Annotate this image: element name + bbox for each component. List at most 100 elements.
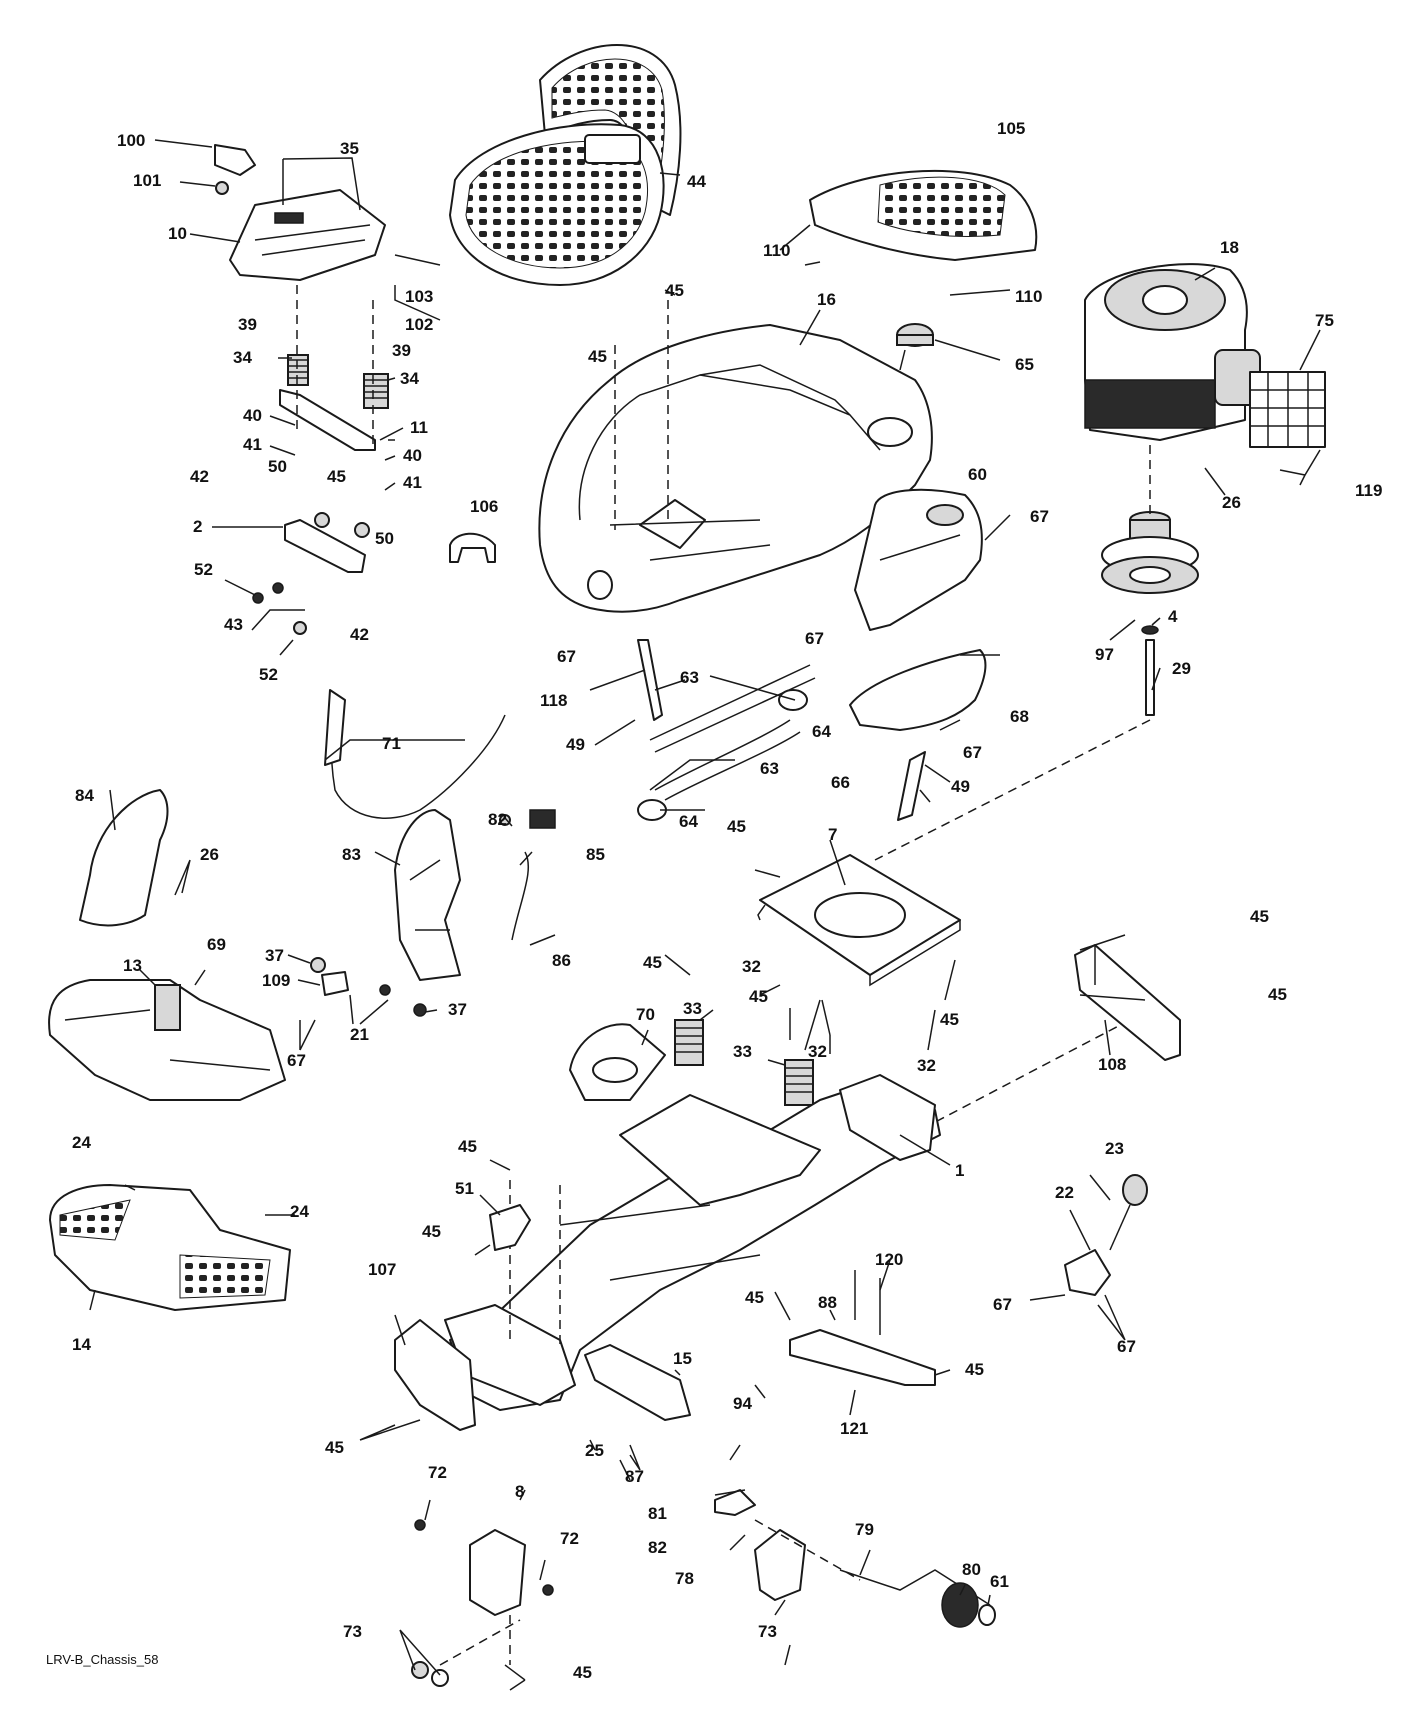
callout-63-b: 63 bbox=[760, 759, 779, 778]
callout-82-a: 82 bbox=[488, 810, 507, 829]
callout-45-m: 45 bbox=[965, 1360, 984, 1379]
callout-67-g: 67 bbox=[1117, 1337, 1136, 1356]
callout-24-a: 24 bbox=[72, 1133, 91, 1152]
callout-37-b: 37 bbox=[448, 1000, 467, 1019]
callout-71: 71 bbox=[382, 734, 401, 753]
callout-102: 102 bbox=[405, 315, 433, 334]
callout-29: 29 bbox=[1172, 659, 1191, 678]
callout-45-k: 45 bbox=[422, 1222, 441, 1241]
callout-42-a: 42 bbox=[190, 467, 209, 486]
callout-49-b: 49 bbox=[951, 777, 970, 796]
callout-108: 108 bbox=[1098, 1055, 1126, 1074]
callout-87: 87 bbox=[625, 1467, 644, 1486]
callout-97: 97 bbox=[1095, 645, 1114, 664]
engine-mount-plate bbox=[759, 854, 961, 987]
callout-121: 121 bbox=[840, 1419, 868, 1438]
callout-72-a: 72 bbox=[428, 1463, 447, 1482]
callout-labels: 100 101 10 35 44 105 110 110 18 75 103 1… bbox=[46, 119, 1382, 1682]
callout-8: 8 bbox=[515, 1482, 524, 1501]
callout-34-a: 34 bbox=[233, 348, 252, 367]
callout-109: 109 bbox=[262, 971, 290, 990]
callout-73-a: 73 bbox=[343, 1622, 362, 1641]
callout-79: 79 bbox=[855, 1520, 874, 1539]
callout-41-a: 41 bbox=[243, 435, 262, 454]
callout-84: 84 bbox=[75, 786, 94, 805]
callout-67-f: 67 bbox=[993, 1295, 1012, 1314]
callout-26-a: 26 bbox=[1222, 493, 1241, 512]
main-frame bbox=[444, 1074, 941, 1411]
callout-107: 107 bbox=[368, 1260, 396, 1279]
frame-springs bbox=[674, 1019, 814, 1106]
frame-mount bbox=[489, 1204, 531, 1251]
callout-101: 101 bbox=[133, 171, 161, 190]
callout-18: 18 bbox=[1220, 238, 1239, 257]
callout-39-b: 39 bbox=[392, 341, 411, 360]
callout-40-a: 40 bbox=[243, 406, 262, 425]
cable-bracket bbox=[324, 689, 346, 766]
callout-45-g: 45 bbox=[1268, 985, 1287, 1004]
callout-42-b: 42 bbox=[350, 625, 369, 644]
fuel-cap bbox=[896, 323, 934, 371]
callout-94: 94 bbox=[733, 1394, 752, 1413]
callout-110-left: 110 bbox=[763, 241, 790, 260]
callout-52-a: 52 bbox=[194, 560, 213, 579]
callout-64-b: 64 bbox=[679, 812, 698, 831]
callout-45-h: 45 bbox=[749, 987, 768, 1006]
throttle-cable bbox=[330, 699, 506, 819]
callout-26-b: 26 bbox=[200, 845, 219, 864]
callout-82-b: 82 bbox=[648, 1538, 667, 1557]
callout-65: 65 bbox=[1015, 355, 1034, 374]
engine bbox=[1084, 263, 1261, 441]
callout-45-c: 45 bbox=[327, 467, 346, 486]
callout-22: 22 bbox=[1055, 1183, 1074, 1202]
callout-41-b: 41 bbox=[403, 473, 422, 492]
callout-88: 88 bbox=[818, 1293, 837, 1312]
callout-67-b: 67 bbox=[805, 629, 824, 648]
callout-43: 43 bbox=[224, 615, 243, 634]
tank-cover bbox=[849, 649, 987, 731]
callout-45-d: 45 bbox=[727, 817, 746, 836]
callout-61: 61 bbox=[990, 1572, 1009, 1591]
callout-11: 11 bbox=[410, 418, 428, 437]
callout-1: 1 bbox=[955, 1161, 964, 1180]
callout-45-b: 45 bbox=[588, 347, 607, 366]
callout-69: 69 bbox=[207, 935, 226, 954]
callout-16: 16 bbox=[817, 290, 836, 309]
callout-80: 80 bbox=[962, 1560, 981, 1579]
callout-72-b: 72 bbox=[560, 1529, 579, 1548]
bracket-alignment-line bbox=[919, 1019, 1131, 1131]
pedal-bracket bbox=[411, 1519, 554, 1687]
callout-106: 106 bbox=[470, 497, 498, 516]
callout-105: 105 bbox=[997, 119, 1025, 138]
callout-50-b: 50 bbox=[375, 529, 394, 548]
callout-7: 7 bbox=[828, 825, 837, 844]
callout-120: 120 bbox=[875, 1250, 903, 1269]
callout-33-b: 33 bbox=[733, 1042, 752, 1061]
callout-64-a: 64 bbox=[812, 722, 831, 741]
callout-66: 66 bbox=[831, 773, 850, 792]
callout-52-b: 52 bbox=[259, 665, 278, 684]
seat-springs bbox=[279, 285, 389, 451]
callout-33-a: 33 bbox=[683, 999, 702, 1018]
callout-24-b: 24 bbox=[290, 1202, 309, 1221]
callout-45-f: 45 bbox=[643, 953, 662, 972]
diagram-caption: LRV-B_Chassis_58 bbox=[46, 1652, 159, 1667]
callout-70: 70 bbox=[636, 1005, 655, 1024]
callout-78: 78 bbox=[675, 1569, 694, 1588]
callout-35: 35 bbox=[340, 139, 359, 158]
fuel-tank bbox=[854, 488, 983, 631]
engine-pulley bbox=[1101, 445, 1199, 716]
tank-bracket-right bbox=[897, 751, 926, 821]
callout-45-n: 45 bbox=[325, 1438, 344, 1457]
callout-67-e: 67 bbox=[287, 1051, 306, 1070]
callout-85: 85 bbox=[586, 845, 605, 864]
callout-45-o: 45 bbox=[573, 1663, 592, 1682]
callout-50-a: 50 bbox=[268, 457, 287, 476]
rear-brace bbox=[789, 1270, 936, 1386]
callout-10: 10 bbox=[168, 224, 187, 243]
callout-44: 44 bbox=[687, 172, 706, 191]
callout-13: 13 bbox=[123, 956, 142, 975]
callout-60: 60 bbox=[968, 465, 987, 484]
seat-plate bbox=[214, 144, 386, 281]
